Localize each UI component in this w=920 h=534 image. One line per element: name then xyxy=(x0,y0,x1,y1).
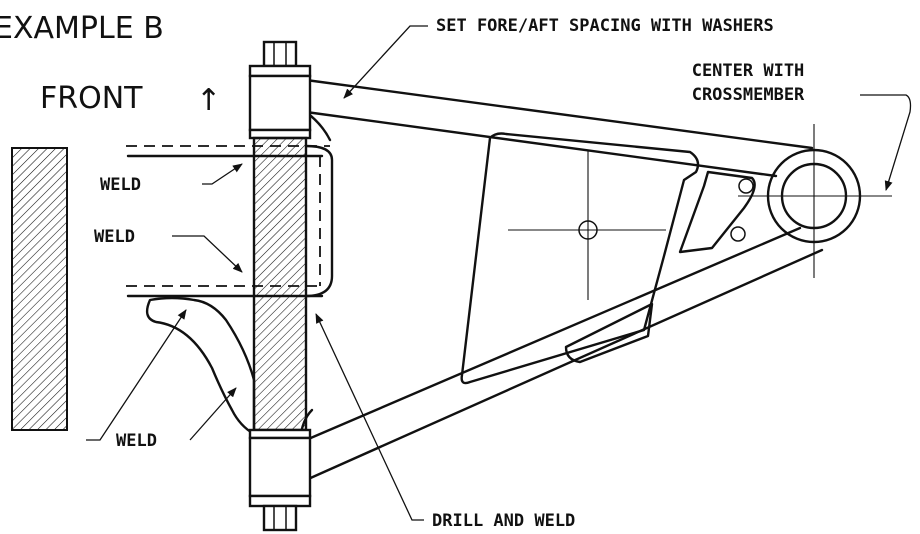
gusset-lower-tab xyxy=(564,302,654,364)
drill-weld-leader xyxy=(315,313,424,521)
front-label: FRONT xyxy=(40,81,143,116)
bottom-sleeve xyxy=(248,436,312,498)
gusset-hole xyxy=(578,220,598,240)
front-arrow-icon: ↑ xyxy=(196,83,221,118)
callout-drill-weld: DRILL AND WELD xyxy=(432,511,575,531)
title: EXAMPLE B xyxy=(0,11,164,46)
bottom-spacer-washer xyxy=(248,428,312,440)
frame-rail xyxy=(11,147,68,431)
weld-1-leader xyxy=(202,163,243,185)
callout-weld-1: WELD xyxy=(100,175,141,195)
shaft-section xyxy=(252,136,308,432)
crossmember-end-cap xyxy=(304,144,334,298)
spacing-leader xyxy=(343,25,428,99)
callout-spacing: SET FORE/AFT SPACING WITH WASHERS xyxy=(436,16,774,36)
top-sleeve xyxy=(248,74,312,132)
gusset-plate xyxy=(460,132,700,385)
bracket-hole-upper xyxy=(738,178,754,194)
bottom-nut xyxy=(262,504,298,532)
upper-tube-top-edge xyxy=(304,78,814,150)
top-nut xyxy=(262,40,298,68)
callout-center-line1: CENTER WITH xyxy=(692,61,805,81)
callout-weld-3: WELD xyxy=(116,431,157,451)
callout-center-line2: CROSSMEMBER xyxy=(692,85,805,105)
bracket-hole-lower xyxy=(730,226,746,242)
lower-tube-top-edge xyxy=(304,226,802,442)
weld-bead-lower xyxy=(145,296,256,436)
lower-tube-bottom-edge xyxy=(304,248,824,482)
weld-3-leader-a xyxy=(86,309,187,441)
callout-weld-2: WELD xyxy=(94,227,135,247)
weld-2-leader xyxy=(172,235,243,273)
upper-tube-bottom-edge xyxy=(304,110,778,178)
weld-3-leader-b xyxy=(189,387,237,441)
bushing-bracket xyxy=(678,170,756,254)
top-washer xyxy=(248,64,312,78)
bottom-washer xyxy=(248,494,312,508)
center-leader xyxy=(860,94,912,191)
